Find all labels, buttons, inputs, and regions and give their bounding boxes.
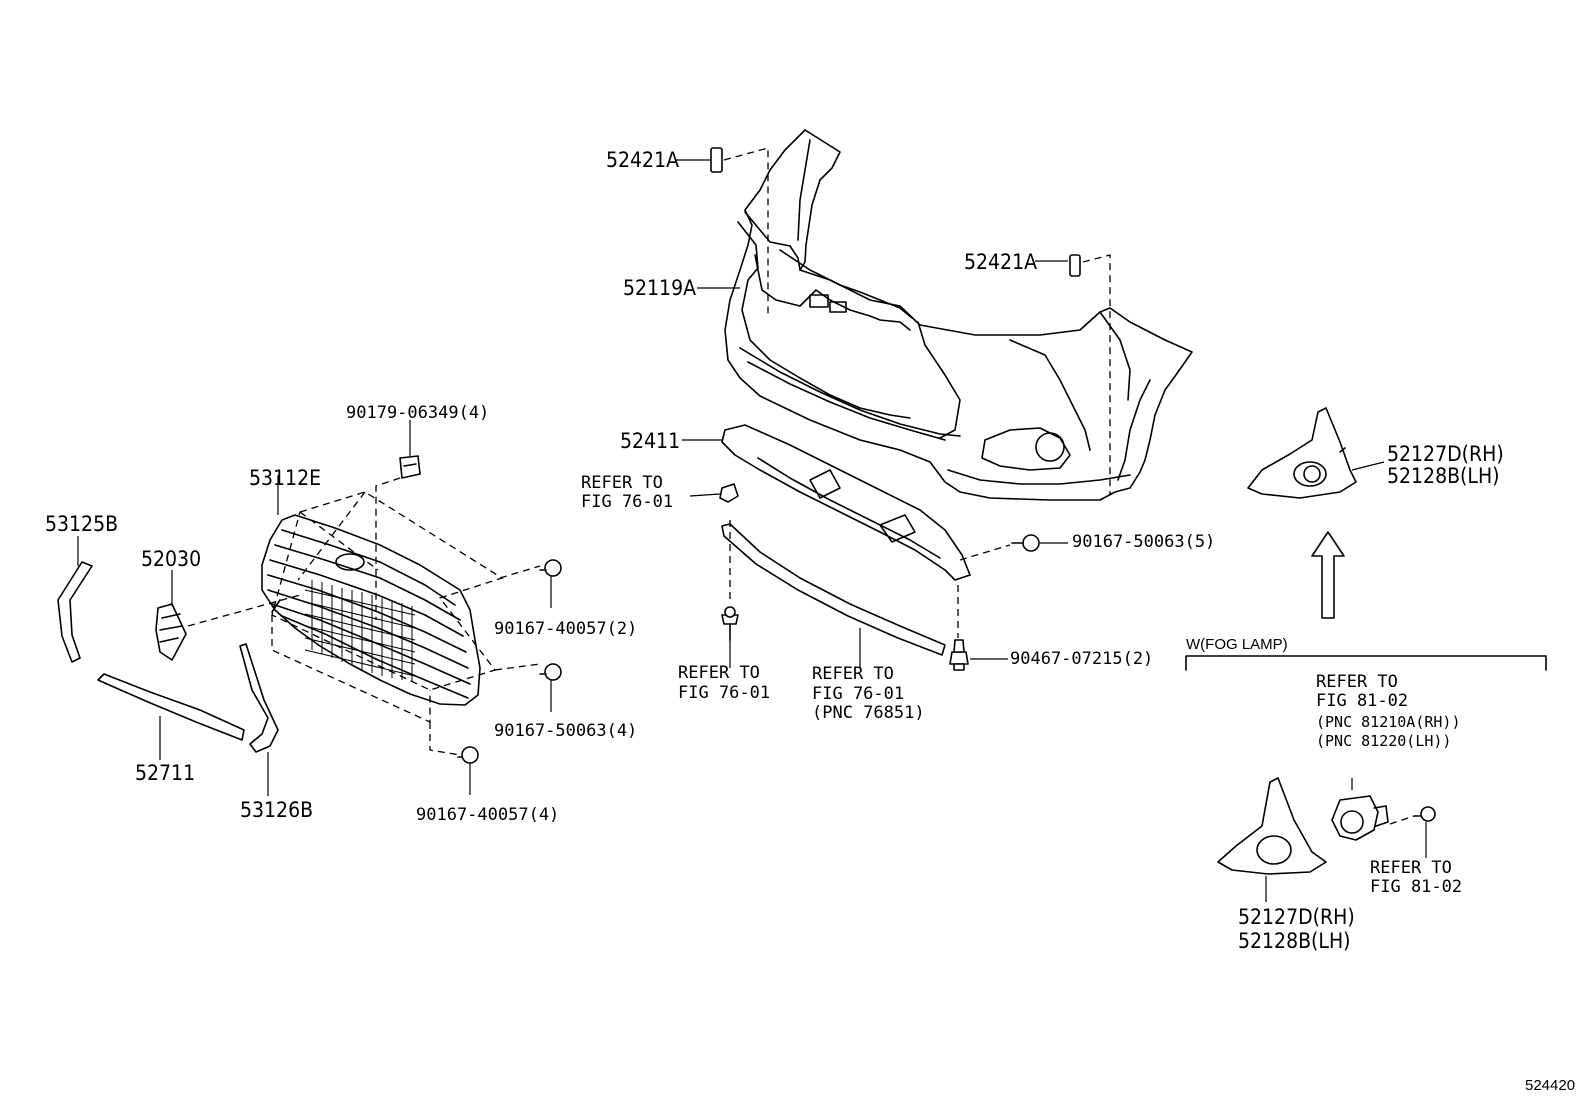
label-refer-81-02-a-4: (PNC 81220(LH)) <box>1316 732 1452 750</box>
screw-refer-76-01-b <box>721 606 739 641</box>
label-fog-lamp-header: W(FOG LAMP) <box>1186 636 1288 653</box>
label-52128b-top: 52128B(LH) <box>1387 464 1500 488</box>
screw-90167-40057-2 <box>539 559 562 577</box>
arrow-up-icon <box>1311 531 1345 619</box>
bumper-cover-52119a <box>724 129 1193 501</box>
label-52421a-right: 52421A <box>964 250 1038 274</box>
label-refer-76-01-b-1: REFER TO <box>678 663 760 683</box>
label-52030: 52030 <box>141 547 202 571</box>
screw-90167-50063-4 <box>539 663 562 681</box>
clip-52421a-top <box>710 147 723 173</box>
label-90467-07215: 90467-07215(2) <box>1010 649 1154 669</box>
grille-mesh <box>304 580 416 682</box>
label-53112e: 53112E <box>249 466 322 490</box>
label-90167-50063-4: 90167-50063(4) <box>494 721 638 741</box>
strip-pnc-76851 <box>721 523 946 656</box>
label-refer-81-02-b-2: FIG 81-02 <box>1370 877 1463 897</box>
clip-52421a-right <box>1069 254 1081 277</box>
label-52127d-top: 52127D(RH) <box>1387 442 1504 466</box>
bracket-52030 <box>155 603 187 661</box>
molding-52711 <box>97 673 245 741</box>
label-refer-76-01-b-2: FIG 76-01 <box>678 683 771 703</box>
label-refer-76-01-a-1: REFER TO <box>581 473 663 493</box>
label-52711: 52711 <box>135 761 196 785</box>
label-refer-76851-1: REFER TO <box>812 664 894 684</box>
label-refer-81-02-a-2: FIG 81-02 <box>1316 691 1409 711</box>
label-52128b-bottom: 52128B(LH) <box>1238 929 1351 953</box>
label-52127d-bottom: 52127D(RH) <box>1238 905 1355 929</box>
label-refer-81-02-a-1: REFER TO <box>1316 672 1398 692</box>
label-refer-76851-2: FIG 76-01 <box>812 684 905 704</box>
molding-53125b <box>57 561 93 663</box>
clip-90467-07215-2 <box>949 639 969 671</box>
label-refer-81-02-b-1: REFER TO <box>1370 858 1452 878</box>
label-90167-50063-5: 90167-50063(5) <box>1072 532 1216 552</box>
molding-53126b <box>239 643 279 753</box>
fog-bezel-top <box>1247 407 1357 499</box>
label-refer-76-01-a-2: FIG 76-01 <box>581 492 674 512</box>
screw-fog-lamp <box>1413 806 1436 822</box>
clip-refer-76-01-a <box>719 483 739 503</box>
screw-90167-50063-5 <box>1011 534 1040 552</box>
label-refer-81-02-a-3: (PNC 81210A(RH)) <box>1316 713 1461 731</box>
screw-90167-40057-4 <box>457 746 479 764</box>
label-52411: 52411 <box>620 429 681 453</box>
label-90167-40057-2: 90167-40057(2) <box>494 619 638 639</box>
label-52421a-top: 52421A <box>606 148 680 172</box>
label-diagram-id: 524420 <box>1525 1077 1576 1094</box>
label-52119a: 52119A <box>623 276 697 300</box>
grille-53112e <box>261 514 481 706</box>
fog-lamp-unit <box>1331 795 1389 841</box>
label-90167-40057-4: 90167-40057(4) <box>416 805 560 825</box>
lower-spoiler-52411 <box>721 424 971 581</box>
label-90179-06349: 90179-06349(4) <box>346 403 490 423</box>
label-53126b: 53126B <box>240 798 314 822</box>
fog-bezel-bottom <box>1217 777 1327 875</box>
label-53125b: 53125B <box>45 512 119 536</box>
clip-90179-06349-4 <box>399 455 421 479</box>
label-refer-76851-3: (PNC 76851) <box>812 703 925 723</box>
